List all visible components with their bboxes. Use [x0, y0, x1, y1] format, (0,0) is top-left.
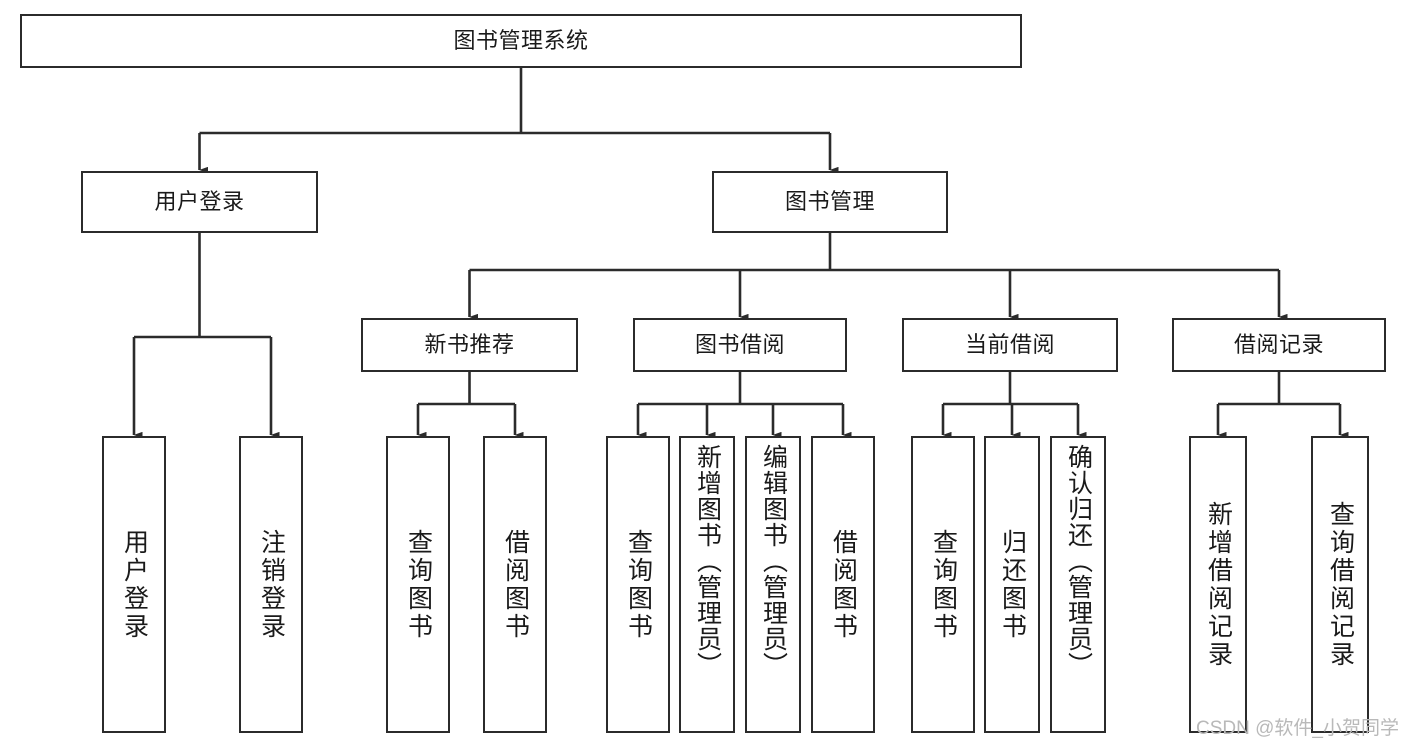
- node-user-login[interactable]: 用户登录: [81, 171, 318, 233]
- node-label-leaf-add-record: 新增借阅记录: [1204, 500, 1233, 669]
- node-label-leaf-borrow-book: 借阅图书: [829, 528, 858, 641]
- node-label-new-book-rec: 新书推荐: [424, 331, 515, 357]
- node-label-leaf-query-book-rec: 查询图书: [404, 528, 433, 641]
- node-label-leaf-query-book-borrow: 查询图书: [624, 528, 653, 641]
- node-new-book-rec[interactable]: 新书推荐: [361, 318, 578, 372]
- node-label-current-borrow: 当前借阅: [964, 331, 1055, 357]
- node-leaf-borrow-book-rec[interactable]: 借阅图书: [483, 436, 547, 733]
- node-label-borrow-record: 借阅记录: [1233, 331, 1324, 357]
- node-leaf-query-book-rec[interactable]: 查询图书: [386, 436, 450, 733]
- node-root[interactable]: 图书管理系统: [20, 14, 1022, 68]
- node-label-leaf-borrow-book-rec: 借阅图书: [501, 528, 530, 641]
- node-label-root: 图书管理系统: [453, 27, 589, 53]
- node-book-manage[interactable]: 图书管理: [712, 171, 948, 233]
- node-leaf-confirm-return[interactable]: 确认归还（管理员）: [1050, 436, 1106, 733]
- node-book-borrow[interactable]: 图书借阅: [633, 318, 847, 372]
- node-label-book-manage: 图书管理: [784, 188, 875, 214]
- node-label-leaf-add-book: 新增图书（管理员）: [693, 444, 722, 678]
- node-label-leaf-logout: 注销登录: [257, 528, 286, 641]
- node-label-leaf-user-login: 用户登录: [120, 528, 149, 641]
- node-label-leaf-return-book: 归还图书: [998, 528, 1027, 641]
- node-label-leaf-query-book-current: 查询图书: [929, 528, 958, 641]
- node-leaf-logout[interactable]: 注销登录: [239, 436, 303, 733]
- node-label-leaf-edit-book: 编辑图书（管理员）: [759, 444, 788, 678]
- node-label-user-login: 用户登录: [154, 188, 245, 214]
- node-leaf-return-book[interactable]: 归还图书: [984, 436, 1040, 733]
- node-label-leaf-query-record: 查询借阅记录: [1326, 500, 1355, 669]
- node-leaf-query-record[interactable]: 查询借阅记录: [1311, 436, 1369, 733]
- node-label-leaf-confirm-return: 确认归还（管理员）: [1064, 444, 1093, 678]
- node-leaf-borrow-book[interactable]: 借阅图书: [811, 436, 875, 733]
- node-leaf-add-book[interactable]: 新增图书（管理员）: [679, 436, 735, 733]
- node-borrow-record[interactable]: 借阅记录: [1172, 318, 1386, 372]
- connector-edges: [132, 68, 1349, 439]
- node-leaf-user-login[interactable]: 用户登录: [102, 436, 166, 733]
- node-label-book-borrow: 图书借阅: [694, 331, 785, 357]
- node-leaf-query-book-borrow[interactable]: 查询图书: [606, 436, 670, 733]
- csdn-watermark: CSDN @软件_小贺同学: [1196, 718, 1399, 739]
- node-current-borrow[interactable]: 当前借阅: [902, 318, 1118, 372]
- node-leaf-query-book-current[interactable]: 查询图书: [911, 436, 975, 733]
- node-leaf-add-record[interactable]: 新增借阅记录: [1189, 436, 1247, 733]
- node-leaf-edit-book[interactable]: 编辑图书（管理员）: [745, 436, 801, 733]
